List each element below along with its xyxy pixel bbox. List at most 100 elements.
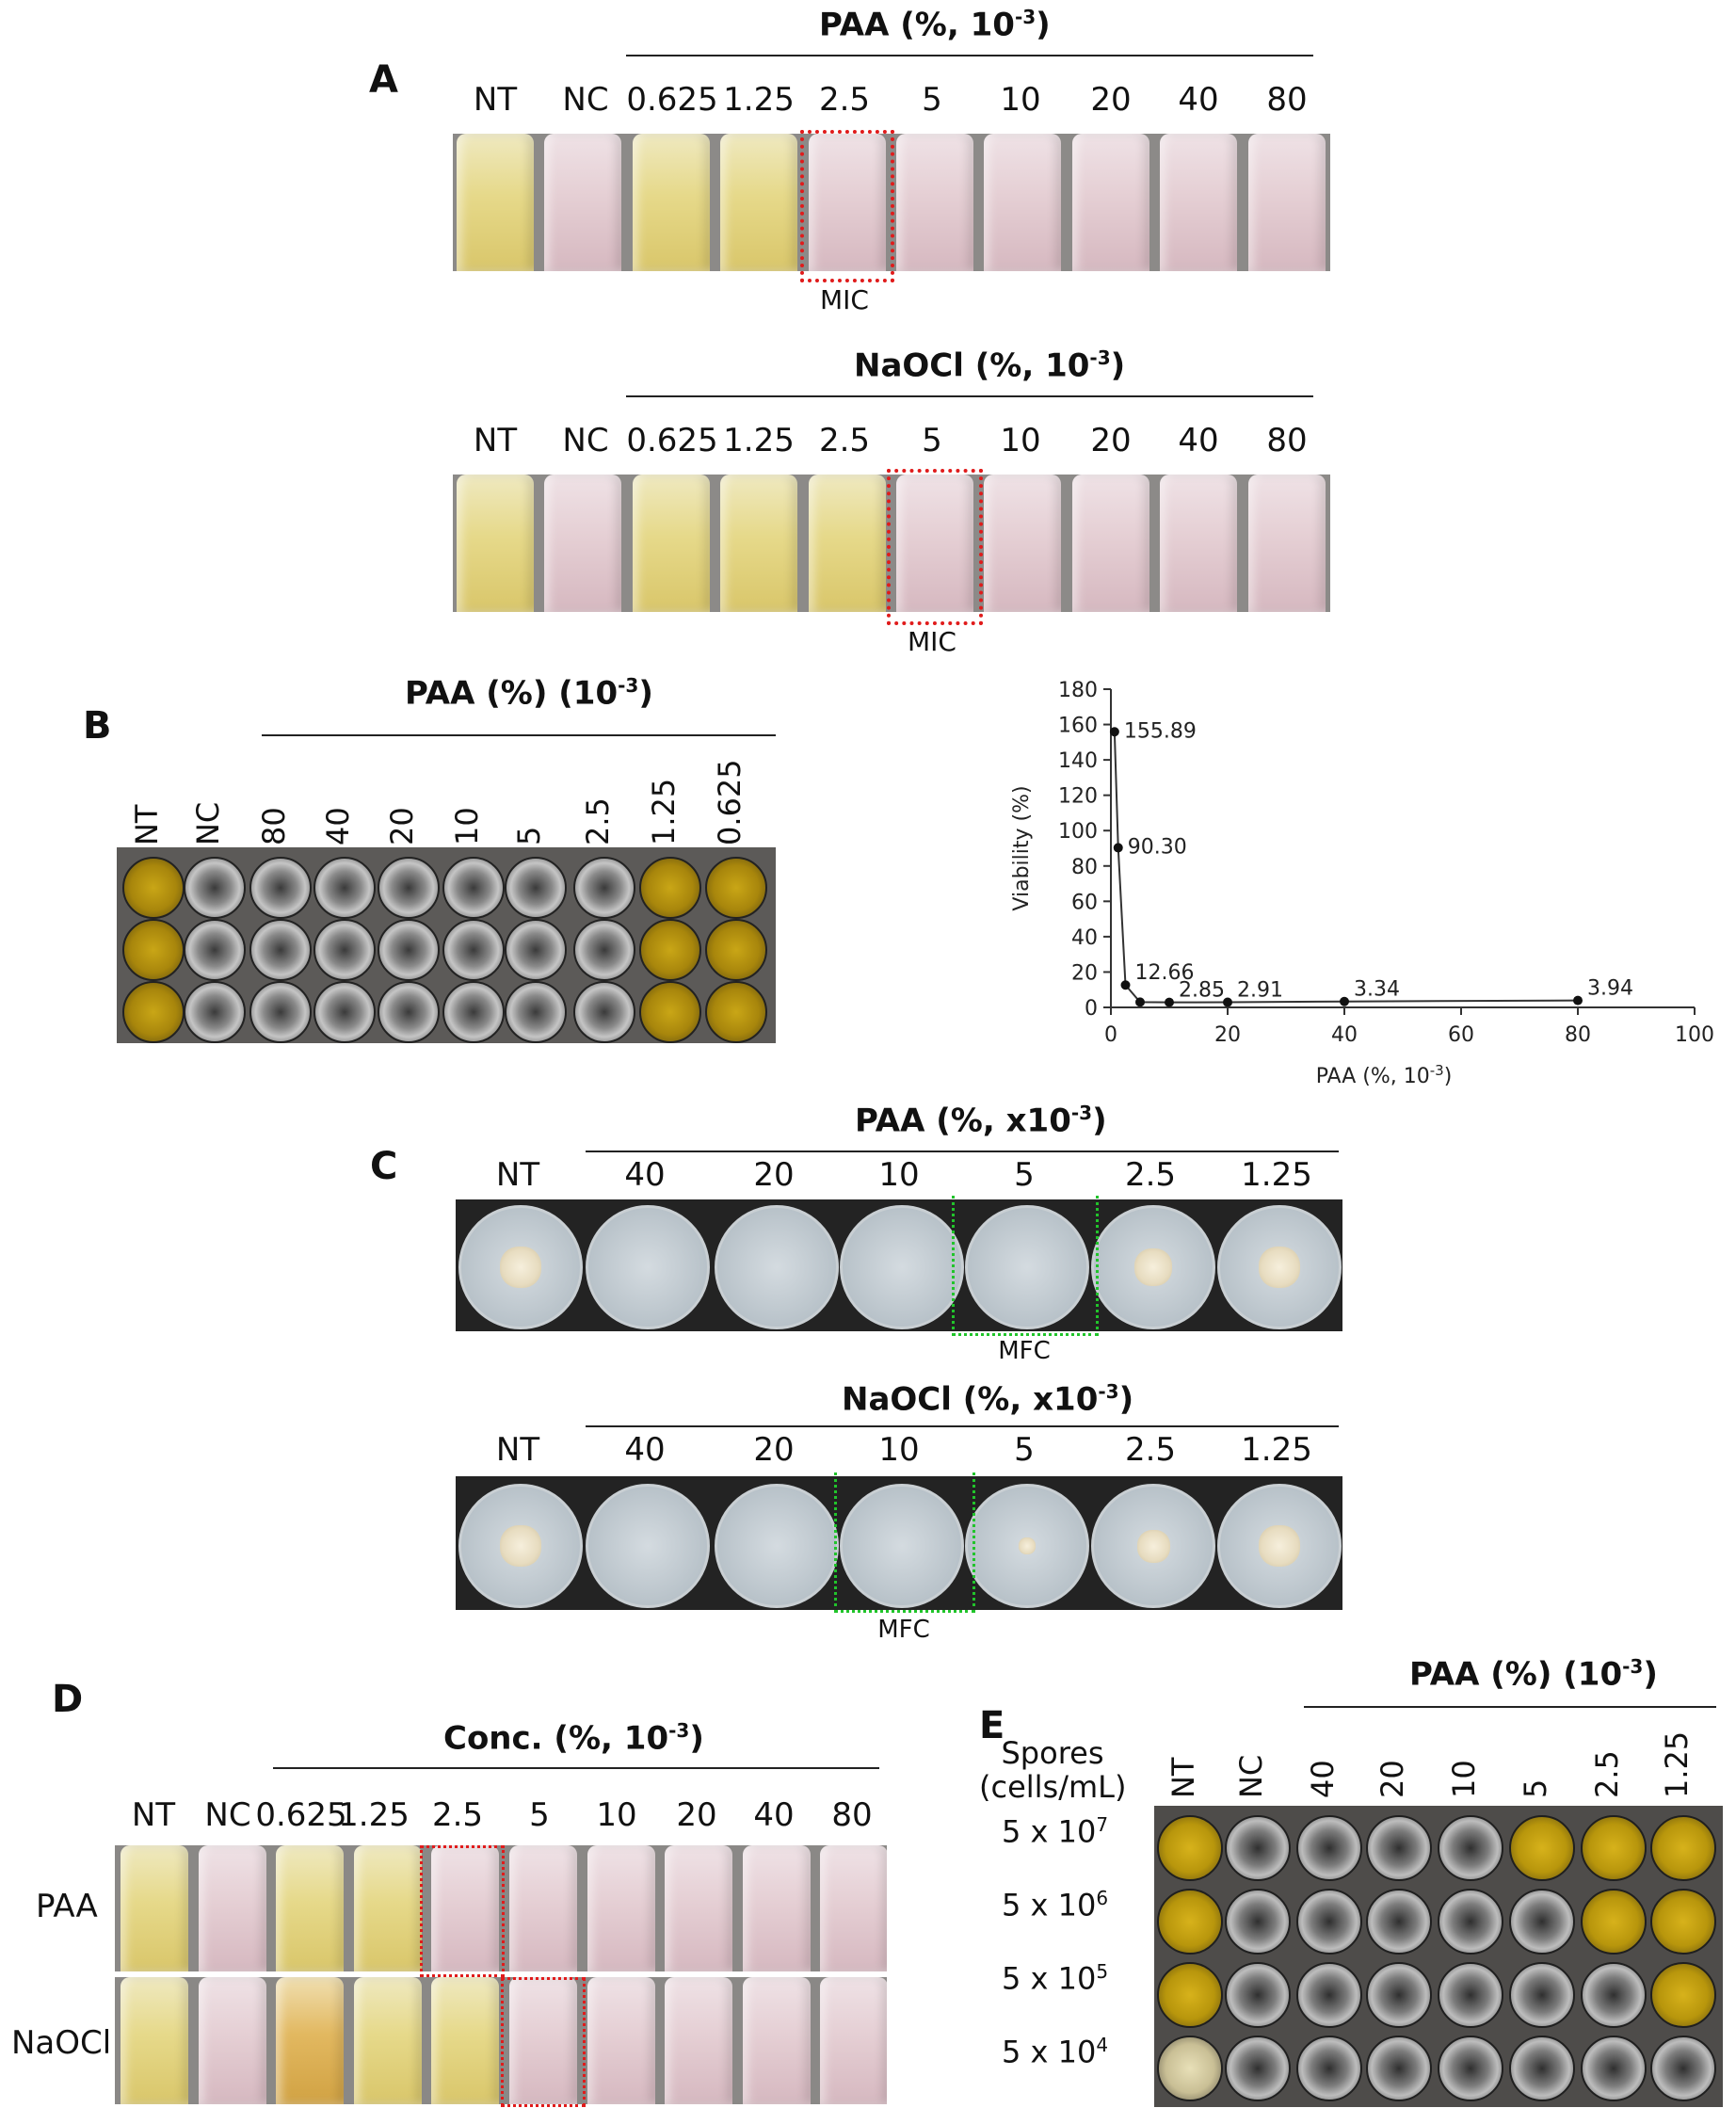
panel-c-naocl-title-exp: -3 xyxy=(1098,1380,1119,1403)
d-labels-item: 2.5 xyxy=(431,1796,484,1834)
tube xyxy=(1071,134,1149,271)
data-point xyxy=(1340,996,1349,1006)
y-tick-label: 160 xyxy=(1058,715,1098,738)
d-labels-item: 40 xyxy=(753,1796,795,1834)
panel-e-column-label: 20 xyxy=(1374,1760,1410,1798)
panel-e-row-label-base: 5 x 10 xyxy=(1002,1887,1097,1923)
a-paa-labels-item: 10 xyxy=(1000,81,1041,119)
well xyxy=(1581,1962,1647,2028)
panel-a-naocl-tubes-photo xyxy=(453,475,1330,612)
panel-d-title: Conc. (%, 10-3) xyxy=(443,1719,704,1757)
panel-b-title-close: ) xyxy=(638,674,653,713)
panel-letter-c: C xyxy=(370,1145,398,1188)
panel-e-row-label-exp: 7 xyxy=(1096,1813,1109,1836)
tube xyxy=(276,1977,345,2104)
c-paa-labels-item: 10 xyxy=(878,1156,920,1194)
well xyxy=(122,857,185,919)
tube xyxy=(720,134,798,271)
data-point xyxy=(1135,997,1145,1007)
tube xyxy=(808,475,886,612)
panel-e-spores-label-line2: (cells/mL) xyxy=(979,1769,1127,1805)
panel-e-column-label: 1.25 xyxy=(1659,1730,1695,1798)
panel-c-paa-title-close: ) xyxy=(1092,1102,1107,1140)
series-line xyxy=(1113,732,1579,1004)
well xyxy=(1438,1962,1503,2028)
x-tick-label: 40 xyxy=(1331,1023,1358,1047)
panel-e-row-label: 5 x 104 xyxy=(1002,2034,1108,2070)
panel-a-paa-bracket-line xyxy=(626,55,1313,56)
tube xyxy=(509,1977,577,2104)
d-labels-item: 1.25 xyxy=(338,1796,410,1834)
c-naocl-labels-item: NT xyxy=(495,1431,540,1469)
well xyxy=(1509,2036,1575,2101)
panel-e-row-label-exp: 4 xyxy=(1096,2034,1109,2056)
c-naocl-labels-item: 10 xyxy=(878,1431,920,1469)
a-naocl-labels-item: 20 xyxy=(1090,422,1132,459)
well xyxy=(249,919,312,981)
a-paa-labels-item: 80 xyxy=(1266,81,1308,119)
panel-c-naocl-mfc-label: MFC xyxy=(877,1616,930,1644)
d-labels-item: 10 xyxy=(596,1796,637,1834)
data-label: 155.89 xyxy=(1124,719,1197,743)
well xyxy=(1438,1815,1503,1881)
panel-a-naocl-mic-box xyxy=(887,469,983,625)
c-naocl-labels-item: 20 xyxy=(753,1431,795,1469)
y-tick-label: 0 xyxy=(1085,997,1098,1021)
data-label: 90.30 xyxy=(1128,835,1187,859)
well xyxy=(249,857,312,919)
petri-plate xyxy=(1217,1484,1342,1608)
a-naocl-labels-item: 0.625 xyxy=(626,422,718,459)
well xyxy=(184,919,246,981)
panel-d-title-text: Conc. (%, 10 xyxy=(443,1719,669,1758)
data-point xyxy=(1120,980,1131,990)
panel-e-row-label-exp: 6 xyxy=(1096,1887,1109,1909)
well xyxy=(573,919,635,981)
well xyxy=(122,981,185,1043)
tube xyxy=(544,475,622,612)
tube xyxy=(742,1845,811,1971)
panel-e-title: PAA (%) (10-3) xyxy=(1409,1655,1658,1693)
data-point xyxy=(1223,997,1232,1007)
panel-e-spores-label-line1: Spores xyxy=(1001,1735,1104,1771)
well xyxy=(442,919,505,981)
well xyxy=(1581,1815,1647,1881)
well xyxy=(639,981,701,1043)
a-paa-labels-item: 40 xyxy=(1178,81,1219,119)
well xyxy=(1296,1889,1362,1955)
well xyxy=(1366,1889,1432,1955)
panel-b-bracket-line xyxy=(262,734,776,736)
panel-d-row-label-naocl: NaOCl xyxy=(11,2024,112,2062)
panel-c-paa-mfc-box xyxy=(952,1196,1099,1336)
d-labels-item: 5 xyxy=(529,1796,550,1834)
y-tick-label: 180 xyxy=(1058,679,1098,702)
panel-letter-a: A xyxy=(369,58,398,102)
tube xyxy=(587,1977,655,2104)
well xyxy=(639,919,701,981)
well xyxy=(705,981,767,1043)
tube xyxy=(198,1977,266,2104)
tube xyxy=(896,134,973,271)
well xyxy=(1157,1962,1223,2028)
well xyxy=(705,919,767,981)
panel-d-title-close: ) xyxy=(689,1719,704,1758)
panel-e-title-exp: -3 xyxy=(1622,1655,1644,1678)
c-paa-labels-item: 1.25 xyxy=(1241,1156,1312,1194)
well xyxy=(313,857,376,919)
tube xyxy=(720,475,798,612)
tube xyxy=(121,1977,188,2104)
d-labels-item: 0.625 xyxy=(255,1796,347,1834)
x-axis-label-text: PAA (%, 10 xyxy=(1316,1065,1430,1088)
panel-c-naocl-title-close: ) xyxy=(1118,1380,1134,1419)
y-tick-label: 60 xyxy=(1071,891,1098,914)
well xyxy=(1225,2036,1291,2101)
well xyxy=(313,981,376,1043)
c-naocl-labels-item: 2.5 xyxy=(1124,1431,1177,1469)
a-naocl-labels-item: 2.5 xyxy=(818,422,871,459)
a-paa-labels-item: 2.5 xyxy=(818,81,871,119)
panel-a-naocl-title-close: ) xyxy=(1110,346,1126,385)
well xyxy=(1157,1889,1223,1955)
well xyxy=(313,919,376,981)
panel-a-paa-mic-box xyxy=(800,130,894,282)
panel-letter-b: B xyxy=(83,704,112,748)
panel-e-column-label: 2.5 xyxy=(1589,1750,1625,1798)
